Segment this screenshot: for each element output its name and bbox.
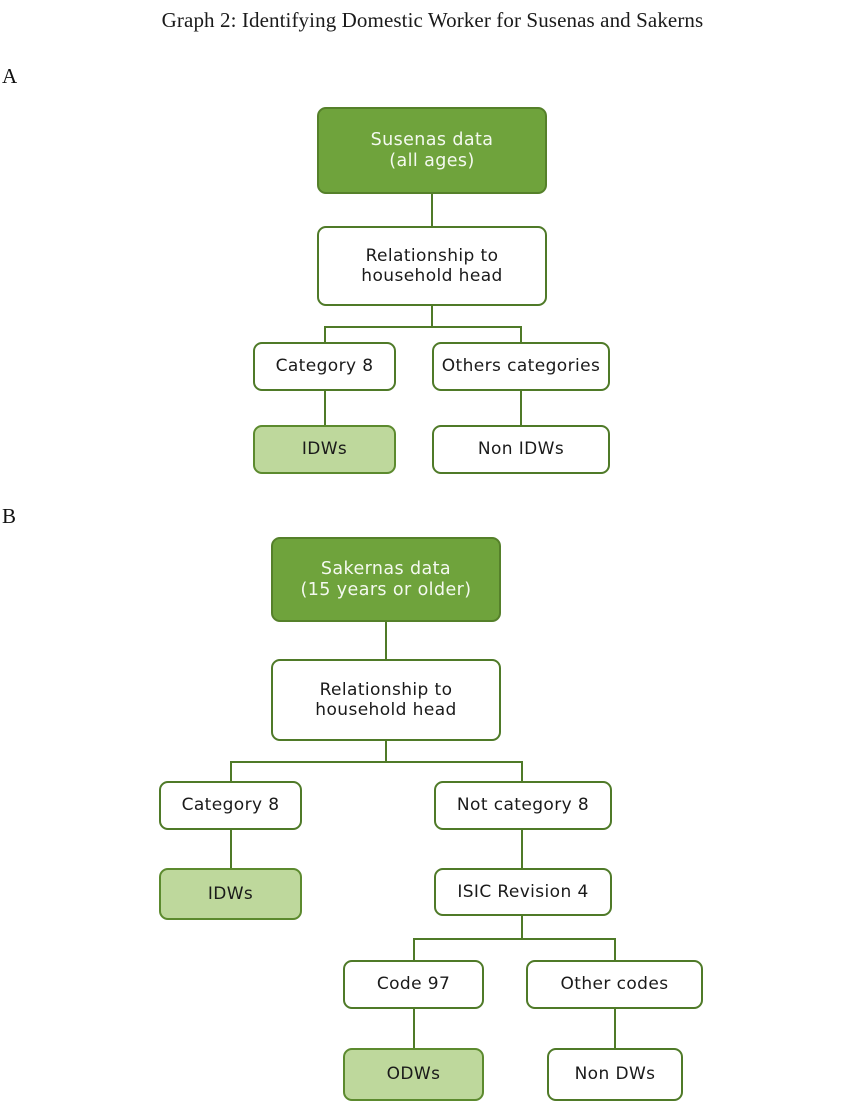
connector-b-isic-stem (521, 915, 523, 939)
connector-b-drop-not-category8 (521, 761, 523, 781)
connector-b-notcategory8-isic (521, 829, 523, 868)
node-b-relationship[interactable]: Relationship to household head (271, 659, 501, 741)
connector-b-category8-idws (230, 829, 232, 868)
node-b-isic-revision-4[interactable]: ISIC Revision 4 (434, 868, 612, 916)
node-a-others-categories[interactable]: Others categories (432, 342, 610, 391)
panel-label-b: B (2, 504, 17, 528)
connector-a-drop-category8 (324, 326, 326, 343)
connector-b-othercodes-nondws (614, 1009, 616, 1049)
node-susenas-root[interactable]: Susenas data (all ages) (317, 107, 547, 194)
node-a-non-idws[interactable]: Non IDWs (432, 425, 610, 474)
node-sakernas-root[interactable]: Sakernas data (15 years or older) (271, 537, 501, 622)
connector-a-relationship-stem (431, 305, 433, 327)
node-b-idws[interactable]: IDWs (159, 868, 302, 920)
connector-a-split-bar (324, 326, 522, 328)
connector-b-relationship-stem (385, 740, 387, 762)
connector-b-drop-code97 (413, 938, 415, 960)
node-a-idws[interactable]: IDWs (253, 425, 396, 474)
connector-b-code97-odws (413, 1009, 415, 1049)
connector-b-root-relationship (385, 620, 387, 660)
node-b-odws[interactable]: ODWs (343, 1048, 484, 1101)
node-b-non-dws[interactable]: Non DWs (547, 1048, 683, 1101)
panel-label-a: A (2, 64, 18, 88)
connector-a-drop-others (520, 326, 522, 343)
node-a-category-8[interactable]: Category 8 (253, 342, 396, 391)
connector-a-others-nonidws (520, 390, 522, 426)
connector-b-split-bar-1 (230, 761, 523, 763)
node-b-other-codes[interactable]: Other codes (526, 960, 703, 1009)
node-a-relationship[interactable]: Relationship to household head (317, 226, 547, 306)
connector-a-category8-idws (324, 390, 326, 426)
page-title: Graph 2: Identifying Domestic Worker for… (161, 8, 704, 32)
connector-a-root-relationship (431, 194, 433, 226)
connector-b-drop-other-codes (614, 938, 616, 960)
node-b-code-97[interactable]: Code 97 (343, 960, 484, 1009)
node-b-not-category-8[interactable]: Not category 8 (434, 781, 612, 830)
connector-b-split-bar-2 (413, 938, 616, 940)
connector-b-drop-category8 (230, 761, 232, 781)
node-b-category-8[interactable]: Category 8 (159, 781, 302, 830)
